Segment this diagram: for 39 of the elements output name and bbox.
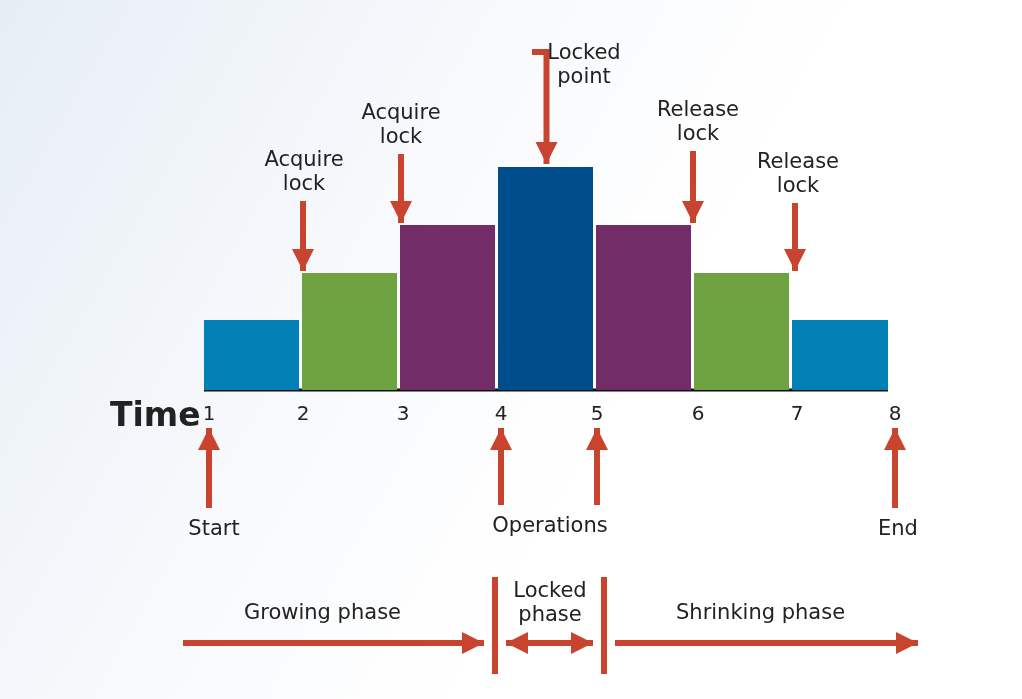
time-tick-label: 4 bbox=[491, 401, 511, 425]
time-bar bbox=[498, 167, 593, 390]
time-bar bbox=[694, 273, 789, 390]
arrow bbox=[615, 632, 918, 654]
time-tick-label: 8 bbox=[885, 401, 905, 425]
phase-label: Growing phase bbox=[244, 600, 401, 624]
arrow bbox=[884, 428, 906, 508]
event-label: End bbox=[873, 516, 923, 544]
arrow bbox=[586, 428, 608, 505]
time-bar bbox=[792, 320, 888, 390]
time-bar bbox=[596, 225, 691, 390]
arrow bbox=[532, 49, 558, 164]
arrow bbox=[784, 203, 806, 271]
event-label: Start bbox=[182, 516, 246, 544]
event-label: Operations bbox=[484, 513, 616, 541]
time-tick-label: 6 bbox=[688, 401, 708, 425]
arrow bbox=[292, 201, 314, 271]
time-tick-label: 1 bbox=[199, 401, 219, 425]
time-tick-label: 5 bbox=[587, 401, 607, 425]
lock-label: Acquire lock bbox=[355, 100, 447, 152]
lock-label: Locked point bbox=[532, 40, 636, 92]
arrow bbox=[183, 632, 484, 654]
time-tick-label: 3 bbox=[393, 401, 413, 425]
time-bar bbox=[302, 273, 397, 390]
time-bar bbox=[400, 225, 495, 390]
phase-label: Locked phase bbox=[512, 578, 588, 626]
arrow bbox=[390, 154, 412, 223]
phase-label: Shrinking phase bbox=[676, 600, 846, 624]
lock-label: Acquire lock bbox=[258, 147, 350, 199]
axis-title: Time bbox=[110, 396, 201, 434]
lock-label: Release lock bbox=[750, 149, 846, 201]
time-tick-label: 2 bbox=[293, 401, 313, 425]
arrow bbox=[198, 428, 220, 508]
time-tick-label: 7 bbox=[787, 401, 807, 425]
lock-label: Release lock bbox=[650, 97, 746, 149]
arrow bbox=[682, 151, 704, 223]
arrow bbox=[506, 632, 593, 654]
time-bar bbox=[204, 320, 299, 390]
arrow bbox=[490, 428, 512, 505]
